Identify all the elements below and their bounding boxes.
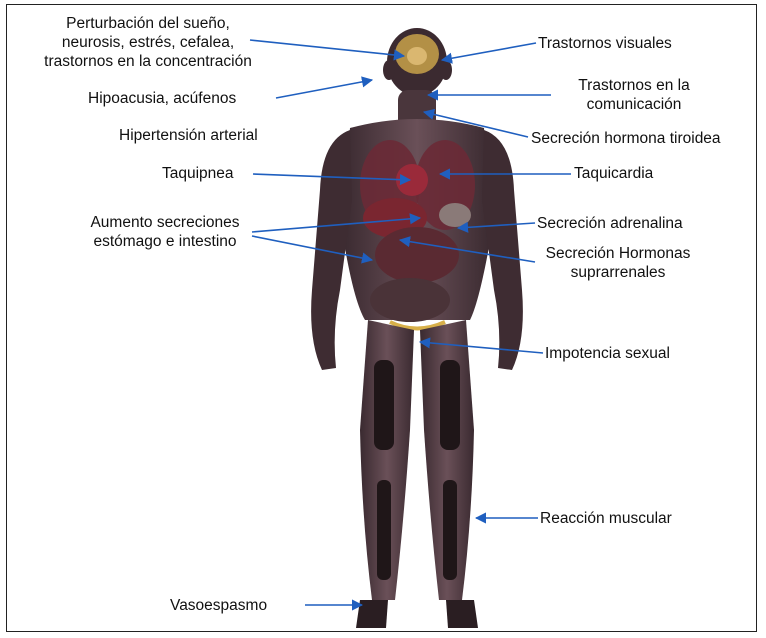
label-communication: Trastornos en la comunicación — [546, 76, 722, 114]
label-adrenaline: Secreción adrenalina — [537, 214, 683, 233]
label-muscle: Reacción muscular — [540, 509, 672, 528]
label-sleep-line-3: trastornos en la concentración — [16, 52, 280, 71]
label-adrenal: Secreción Hormonas suprarrenales — [530, 244, 706, 282]
label-impotence: Impotencia sexual — [545, 344, 670, 363]
label-communication-line-1: Trastornos en la — [546, 76, 722, 95]
torso-shape — [342, 119, 492, 329]
label-tachypnea: Taquipnea — [162, 164, 234, 183]
label-thyroid: Secreción hormona tiroidea — [531, 129, 721, 148]
head-shape — [383, 28, 452, 130]
label-visual: Trastornos visuales — [538, 34, 672, 53]
label-adrenal-line-2: suprarrenales — [530, 263, 706, 282]
label-hypertension: Hipertensión arterial — [119, 126, 258, 145]
label-tachycardia: Taquicardia — [574, 164, 653, 183]
label-sleep-line-1: Perturbación del sueño, — [16, 14, 280, 33]
label-adrenal-line-1: Secreción Hormonas — [530, 244, 706, 263]
label-secretions-line-1: Aumento secreciones — [68, 213, 262, 232]
label-communication-line-2: comunicación — [546, 95, 722, 114]
label-vasospasm: Vasoespasmo — [170, 596, 267, 615]
label-secretions: Aumento secreciones estómago e intestino — [68, 213, 262, 251]
label-hearing: Hipoacusia, acúfenos — [88, 89, 236, 108]
label-sleep: Perturbación del sueño, neurosis, estrés… — [16, 14, 280, 71]
label-secretions-line-2: estómago e intestino — [68, 232, 262, 251]
label-sleep-line-2: neurosis, estrés, cefalea, — [16, 33, 280, 52]
legs-shape — [356, 320, 478, 628]
